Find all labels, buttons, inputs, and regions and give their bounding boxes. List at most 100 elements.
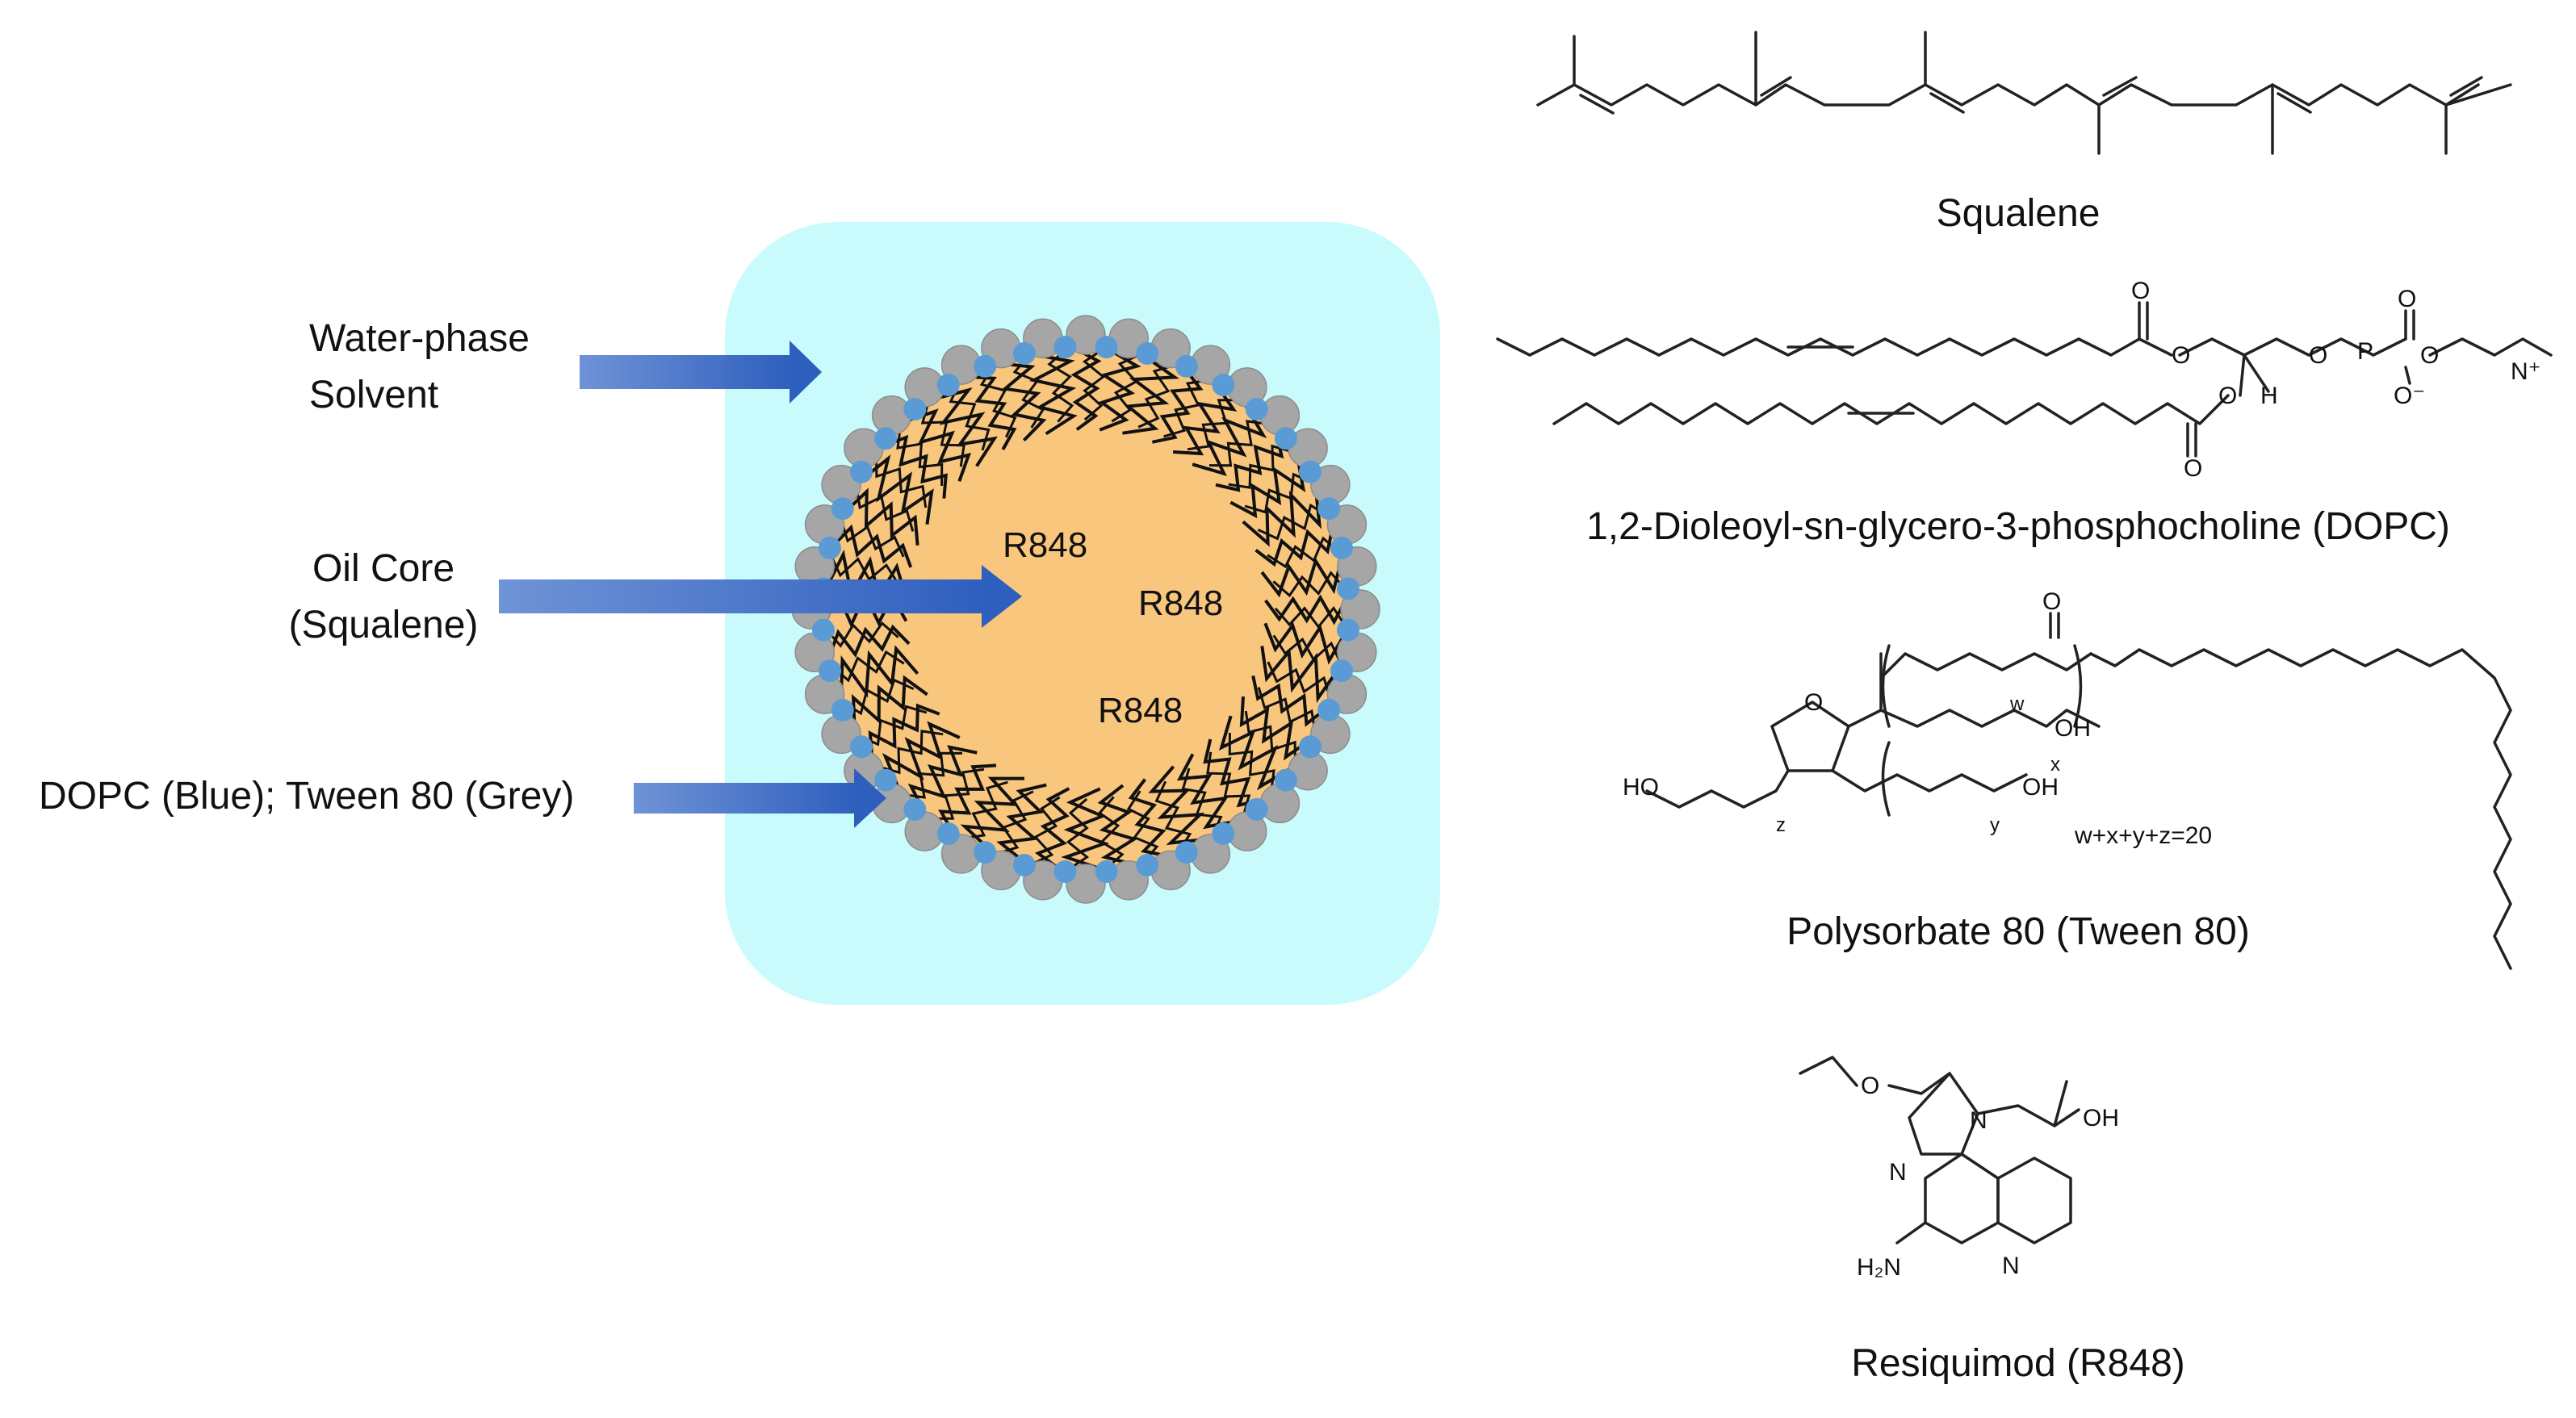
dopc-head bbox=[1337, 577, 1359, 600]
surfactant-tail bbox=[1027, 352, 1078, 436]
dopc-head bbox=[936, 374, 960, 396]
surfactant-tail bbox=[1028, 796, 1061, 867]
dopc-head bbox=[1299, 460, 1322, 483]
surfactant-tail bbox=[882, 721, 961, 797]
r848-atom-n3: N bbox=[2002, 1253, 2020, 1279]
label-oil-core: Oil Core (Squalene) bbox=[274, 541, 492, 653]
label-surfactant: DOPC (Blue); Tween 80 (Grey) bbox=[39, 775, 575, 818]
surfactant-tail bbox=[1047, 346, 1074, 423]
surfactant-tail bbox=[1097, 784, 1141, 868]
dopc-atom-ominus: O⁻ bbox=[2394, 383, 2425, 409]
surfactant-tail bbox=[1012, 352, 1045, 429]
surfactant-tail bbox=[899, 751, 963, 799]
surfactant-tail bbox=[1070, 345, 1102, 431]
surfactant-tail bbox=[1122, 351, 1179, 435]
dopc-head bbox=[831, 497, 854, 521]
dopc-head bbox=[903, 398, 927, 421]
dopc-atom-nplus: N⁺ bbox=[2511, 358, 2541, 385]
surfactant-tail bbox=[828, 552, 899, 584]
tween-atom-x: x bbox=[2050, 754, 2060, 776]
surfactant-tail bbox=[1228, 732, 1275, 796]
tween-atom-o-carbonyl: O bbox=[2042, 588, 2061, 615]
label-water-phase-line1: Water-phase bbox=[309, 317, 530, 360]
dopc-head bbox=[1212, 374, 1235, 396]
surfactant-tail bbox=[896, 423, 944, 487]
surfactant-tail bbox=[853, 454, 934, 525]
dopc-atom-p: P bbox=[2357, 338, 2373, 365]
dopc-head bbox=[1330, 659, 1353, 683]
surfactant-tail bbox=[1219, 715, 1298, 791]
surfactant-tail bbox=[1176, 753, 1242, 830]
dopc-head bbox=[1136, 854, 1159, 876]
tween-atom-ho: HO bbox=[1623, 774, 1659, 801]
surfactant-tail bbox=[839, 678, 915, 716]
surfactant-tail bbox=[1263, 621, 1349, 665]
dopc-head bbox=[874, 427, 898, 450]
dopc-head bbox=[831, 698, 854, 722]
surfactant-tail bbox=[839, 645, 919, 704]
surfactant-tail bbox=[1098, 346, 1141, 432]
r848-atom-n1: N bbox=[1970, 1107, 1987, 1134]
surfactant-tail bbox=[1137, 362, 1179, 429]
dopc-head bbox=[1212, 822, 1235, 845]
tween-atom-oh2: OH bbox=[2022, 774, 2059, 801]
surfactant-tail bbox=[1208, 420, 1272, 467]
tween-atom-w: w bbox=[2009, 693, 2025, 715]
surfactant-tail bbox=[949, 378, 991, 451]
surfactant-tail bbox=[1267, 661, 1333, 703]
dopc-head bbox=[1245, 398, 1268, 421]
caption-squalene: Squalene bbox=[1936, 192, 2101, 235]
surfactant-tail bbox=[907, 745, 978, 819]
surfactant-tail bbox=[1082, 346, 1107, 421]
r848-atom-n2: N bbox=[1889, 1159, 1907, 1186]
caption-resiquimod: Resiquimod (R848) bbox=[1851, 1342, 2185, 1385]
dopc-atom-o1: O bbox=[2131, 278, 2150, 304]
surfactant-tail bbox=[995, 361, 1047, 441]
tween-atom-o-ring: O bbox=[1804, 689, 1823, 716]
surfactant-tail bbox=[926, 387, 998, 467]
dopc-head bbox=[1337, 618, 1359, 642]
surfactant-tail bbox=[868, 703, 940, 763]
surfactant-tail bbox=[1242, 481, 1322, 547]
polysorbate-structure bbox=[1645, 612, 2512, 970]
surfactant-tail bbox=[1264, 594, 1350, 625]
formula-note: w+x+y+z=20 bbox=[2074, 822, 2212, 849]
surfactant-tail bbox=[1034, 787, 1070, 872]
surfactant-tail bbox=[996, 783, 1047, 867]
surfactant-tail bbox=[1260, 554, 1344, 598]
dopc-structure bbox=[1496, 301, 2553, 458]
dopc-head bbox=[1012, 854, 1036, 876]
dopc-head bbox=[874, 768, 898, 792]
surfactant-tail bbox=[1239, 696, 1317, 761]
surfactant-tail bbox=[938, 763, 997, 838]
surfactant-tail bbox=[1151, 364, 1204, 444]
dopc-head bbox=[850, 460, 873, 483]
caption-dopc: 1,2-Dioleoyl-sn-glycero-3-phosphocholine… bbox=[1586, 505, 2450, 548]
dopc-head bbox=[1136, 342, 1159, 365]
dopc-head bbox=[1330, 536, 1353, 559]
surfactant-tail bbox=[920, 398, 965, 467]
r848-atom-o: O bbox=[1861, 1073, 1879, 1099]
surfactant-tail bbox=[1215, 427, 1284, 492]
surfactant-tail bbox=[827, 624, 911, 660]
surfactant-tail bbox=[1244, 472, 1317, 514]
tween-atom-z: z bbox=[1776, 814, 1786, 836]
arrow-water-phase bbox=[580, 341, 822, 404]
surfactant-tail bbox=[1163, 378, 1213, 438]
surfactant-tail bbox=[1244, 710, 1296, 768]
dopc-head bbox=[1095, 860, 1118, 883]
surfactant-tail bbox=[1254, 522, 1335, 567]
surfactant-tail bbox=[1272, 571, 1349, 598]
surfactant-tail bbox=[1274, 605, 1349, 630]
surfactant-tail bbox=[1097, 796, 1125, 872]
label-water-phase: Water-phase Solvent bbox=[309, 311, 530, 423]
dopc-head bbox=[1317, 698, 1341, 722]
surfactant-tail bbox=[1251, 675, 1331, 727]
surfactant-head-groups bbox=[791, 315, 1380, 904]
dopc-head bbox=[812, 618, 835, 642]
surfactant-tail bbox=[901, 408, 972, 482]
dopc-head bbox=[1299, 735, 1322, 759]
dopc-head bbox=[903, 797, 927, 821]
surfactant-tail bbox=[1229, 453, 1306, 519]
surfactant-tail bbox=[1187, 399, 1244, 451]
